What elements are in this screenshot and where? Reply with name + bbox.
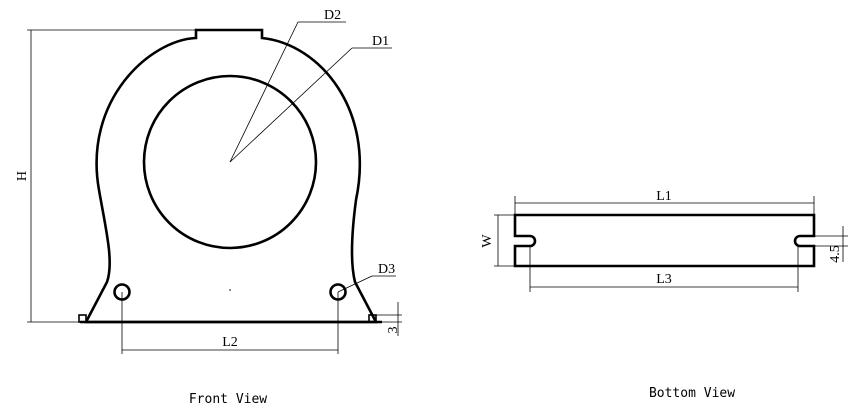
d3-label: D3 <box>378 262 395 277</box>
four-five-label: 4.5 <box>828 245 843 263</box>
front-left-tab <box>78 314 87 323</box>
h-label: H <box>15 171 30 181</box>
bottom-view-caption: Bottom View <box>649 386 735 401</box>
inner-bore-circle <box>142 74 318 250</box>
front-body-outline <box>83 28 379 324</box>
bottom-view: L1 L3 W 4.5 Bottom View <box>480 189 848 401</box>
d1-label: D1 <box>372 34 389 49</box>
d1-leader <box>229 47 353 163</box>
d2-label: D2 <box>324 8 341 23</box>
front-right-tab <box>368 314 377 323</box>
center-mark <box>229 289 231 291</box>
three-label: 3 <box>386 327 401 334</box>
bottom-plate-outline <box>513 213 816 268</box>
w-label: W <box>480 234 495 248</box>
front-view: H D2 D1 D3 3 L2 Front View <box>15 8 402 407</box>
d2-leader <box>229 21 299 163</box>
d3-leader <box>337 275 373 293</box>
front-view-caption: Front View <box>189 392 267 407</box>
l1-label: L1 <box>656 189 672 204</box>
l2-label: L2 <box>222 335 238 350</box>
l3-label: L3 <box>656 272 672 287</box>
